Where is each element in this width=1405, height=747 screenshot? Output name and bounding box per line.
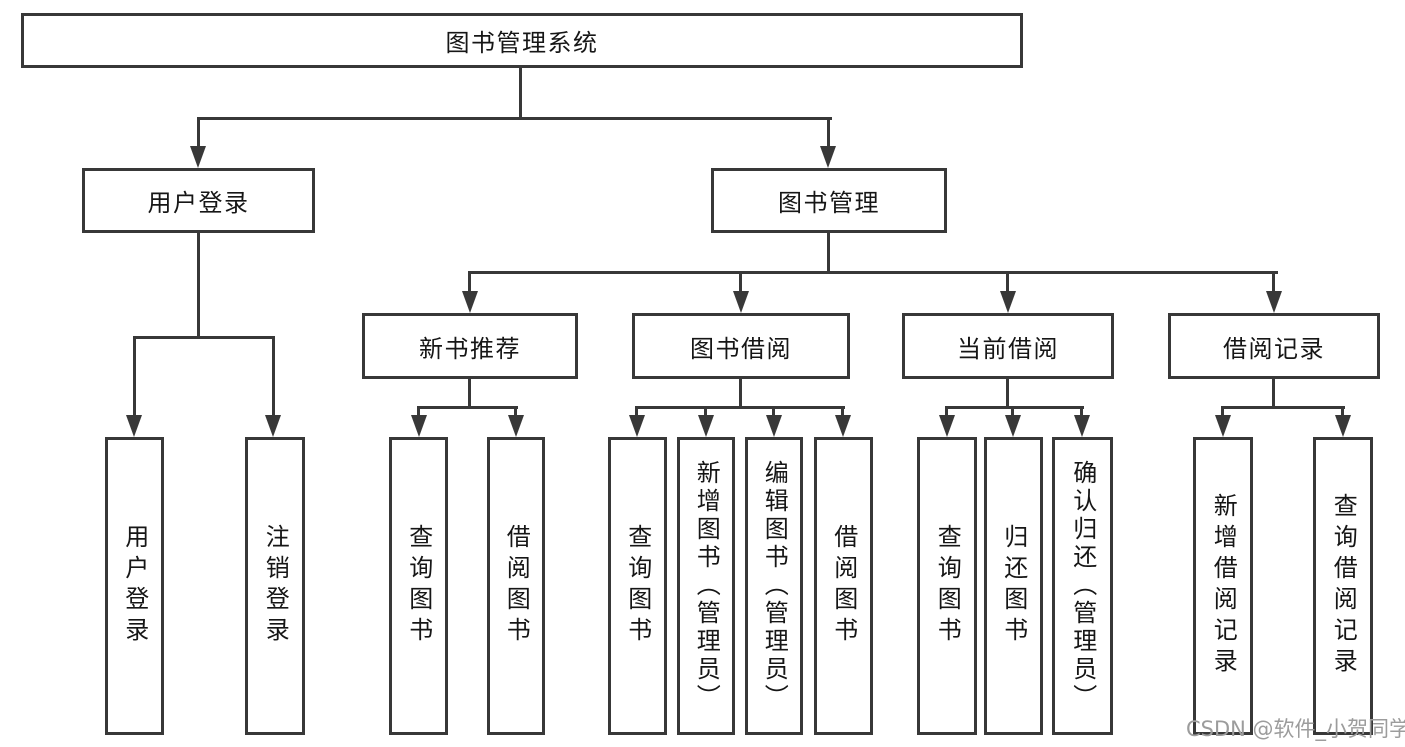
connector-root-vline <box>519 68 522 120</box>
arrow-down-icon <box>265 415 281 437</box>
connector-bookmgmt-stem-4 <box>1272 271 1275 291</box>
arrow-down-icon <box>698 415 714 437</box>
node-label: 新增图书（管理员） <box>692 460 721 712</box>
connector-userlogin-hline <box>133 336 275 339</box>
arrow-down-icon <box>1005 415 1021 437</box>
arrow-down-icon <box>411 415 427 437</box>
node-borrowing-records: 借阅记录 <box>1168 313 1380 379</box>
connector-bb-stem-4 <box>841 406 844 416</box>
connector-userlogin-stem-left <box>133 336 136 416</box>
node-user-login: 用户登录 <box>82 168 315 233</box>
node-label: 查询借阅记录 <box>1329 493 1358 679</box>
connector-root-hline <box>197 117 832 120</box>
node-label: 查询图书 <box>404 524 433 648</box>
connector-bookmgmt-stem-1 <box>468 271 471 291</box>
leaf-br-query-record: 查询借阅记录 <box>1313 437 1373 735</box>
connector-bookmgmt-vline <box>827 233 830 274</box>
node-book-borrowing: 图书借阅 <box>632 313 850 379</box>
connector-bookmgmt-stem-3 <box>1006 271 1009 291</box>
connector-nbr-stem-1 <box>417 406 420 416</box>
arrow-down-icon <box>462 291 478 313</box>
connector-nbr-hline <box>417 406 518 409</box>
arrow-down-icon <box>820 146 836 168</box>
node-label: 注销登录 <box>261 524 290 648</box>
node-label: 借阅记录 <box>1223 334 1325 363</box>
connector-br-hline <box>1221 406 1345 409</box>
connector-br-vline <box>1272 379 1275 409</box>
connector-cb-stem-3 <box>1080 406 1083 416</box>
node-label: 确认归还（管理员） <box>1068 460 1097 712</box>
connector-root-stem-left <box>197 117 200 148</box>
leaf-cb-query-books: 查询图书 <box>917 437 977 735</box>
arrow-down-icon <box>190 146 206 168</box>
connector-bb-stem-1 <box>635 406 638 416</box>
arrow-down-icon <box>733 291 749 313</box>
connector-cb-stem-2 <box>1011 406 1014 416</box>
arrow-down-icon <box>835 415 851 437</box>
leaf-nbr-borrow-books: 借阅图书 <box>487 437 545 735</box>
arrow-down-icon <box>1215 415 1231 437</box>
leaf-nbr-query-books: 查询图书 <box>389 437 448 735</box>
connector-bookmgmt-hline <box>468 271 1278 274</box>
node-label: 图书管理 <box>778 189 880 217</box>
node-library-system: 图书管理系统 <box>21 13 1023 68</box>
connector-br-stem-2 <box>1341 406 1344 416</box>
leaf-bb-add-books-admin: 新增图书（管理员） <box>677 437 735 735</box>
connector-cb-vline <box>1006 379 1009 409</box>
leaf-cb-confirm-return-admin: 确认归还（管理员） <box>1052 437 1113 735</box>
connector-nbr-stem-2 <box>514 406 517 416</box>
arrow-down-icon <box>766 415 782 437</box>
connector-cb-hline <box>945 406 1084 409</box>
leaf-bb-edit-books-admin: 编辑图书（管理员） <box>745 437 803 735</box>
connector-userlogin-stem-right <box>272 336 275 416</box>
node-label: 查询图书 <box>933 524 962 648</box>
node-new-book-recommend: 新书推荐 <box>362 313 578 379</box>
node-label: 新增借阅记录 <box>1209 493 1238 679</box>
watermark-text: CSDN @软件_小贺同学 <box>1186 717 1405 741</box>
node-book-management: 图书管理 <box>711 168 947 233</box>
connector-bookmgmt-stem-2 <box>739 271 742 291</box>
node-label: 编辑图书（管理员） <box>760 460 789 712</box>
connector-bb-hline <box>636 406 845 409</box>
arrow-down-icon <box>1266 291 1282 313</box>
node-label: 借阅图书 <box>502 524 531 648</box>
connector-bb-stem-3 <box>772 406 775 416</box>
arrow-down-icon <box>1074 415 1090 437</box>
node-label: 图书管理系统 <box>445 29 599 57</box>
arrow-down-icon <box>126 415 142 437</box>
connector-root-stem-right <box>827 117 830 148</box>
leaf-bb-query-books: 查询图书 <box>608 437 667 735</box>
connector-userlogin-vline <box>197 233 200 339</box>
connector-cb-stem-1 <box>945 406 948 416</box>
node-label: 用户登录 <box>120 524 149 648</box>
leaf-bb-borrow-books: 借阅图书 <box>814 437 873 735</box>
node-label: 借阅图书 <box>829 524 858 648</box>
node-current-borrowing: 当前借阅 <box>902 313 1114 379</box>
connector-br-stem-1 <box>1221 406 1224 416</box>
arrow-down-icon <box>1000 291 1016 313</box>
connector-bb-stem-2 <box>704 406 707 416</box>
node-label: 用户登录 <box>147 189 250 217</box>
leaf-cb-return-books: 归还图书 <box>984 437 1043 735</box>
arrow-down-icon <box>1335 415 1351 437</box>
node-label: 查询图书 <box>623 524 652 648</box>
connector-bb-vline <box>739 379 742 409</box>
leaf-logout: 注销登录 <box>245 437 305 735</box>
connector-nbr-vline <box>468 379 471 409</box>
arrow-down-icon <box>939 415 955 437</box>
node-label: 当前借阅 <box>957 334 1059 363</box>
leaf-br-add-record: 新增借阅记录 <box>1193 437 1253 735</box>
arrow-down-icon <box>629 415 645 437</box>
node-label: 新书推荐 <box>419 334 521 363</box>
leaf-user-login: 用户登录 <box>105 437 164 735</box>
arrow-down-icon <box>508 415 524 437</box>
node-label: 归还图书 <box>999 524 1028 648</box>
node-label: 图书借阅 <box>690 334 792 363</box>
